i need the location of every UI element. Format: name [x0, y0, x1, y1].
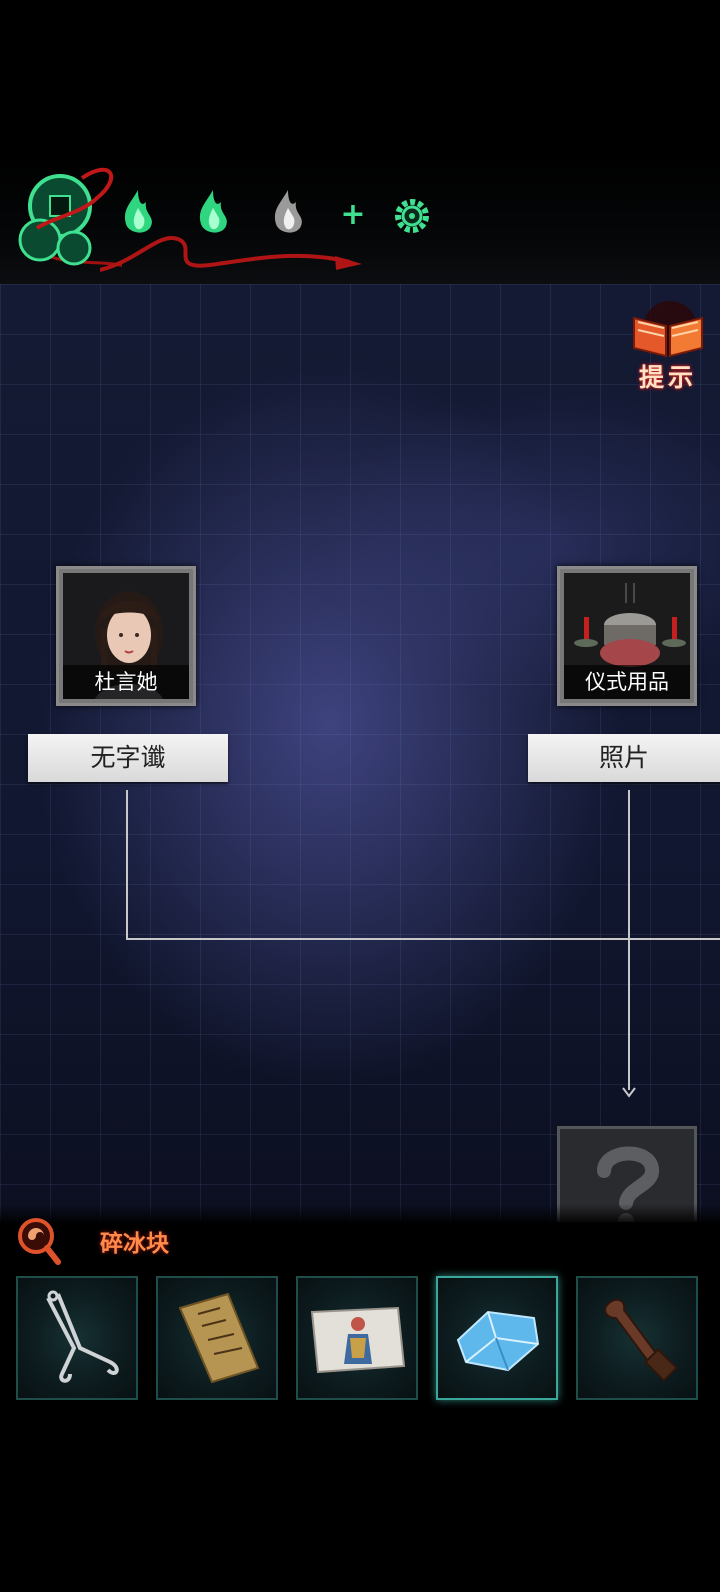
- coins-icon[interactable]: [12, 158, 122, 278]
- add-icon[interactable]: +: [340, 197, 366, 232]
- inventory-slot-handle[interactable]: [576, 1276, 698, 1400]
- tongs-icon: [46, 1290, 119, 1383]
- inventory-slot-talisman[interactable]: [156, 1276, 278, 1400]
- clue-label-left[interactable]: 无字谶: [28, 734, 228, 782]
- magnifier-icon[interactable]: [16, 1216, 62, 1268]
- clue-card-character[interactable]: 杜言她: [56, 566, 196, 706]
- wooden-handle-icon: [604, 1298, 678, 1382]
- red-cord-icon: [100, 236, 362, 272]
- connector-line: [126, 938, 720, 940]
- connector-line: [628, 790, 630, 1090]
- green-flame-icon: [199, 190, 227, 233]
- connector-line: [126, 790, 128, 940]
- gear-icon[interactable]: [392, 196, 432, 236]
- selected-item-name: 碎冰块: [100, 1231, 169, 1257]
- paper-talisman-icon: [178, 1292, 260, 1384]
- clue-card-name: 仪式用品: [564, 665, 690, 699]
- paper-figure-icon: [310, 1306, 406, 1374]
- inventory-slot-tongs[interactable]: [16, 1276, 138, 1400]
- inventory-slot-ice[interactable]: [436, 1276, 558, 1400]
- inventory-slot-paper-figure[interactable]: [296, 1276, 418, 1400]
- white-flame-icon: [274, 190, 302, 233]
- hint-button[interactable]: 提示: [628, 300, 708, 396]
- top-bar: +: [0, 150, 720, 284]
- green-flame-icon: [124, 190, 152, 233]
- clue-card-ritual-items[interactable]: 仪式用品: [557, 566, 697, 706]
- ice-block-icon: [456, 1310, 540, 1372]
- clue-label-right[interactable]: 照片: [528, 734, 720, 782]
- book-icon: [633, 301, 703, 358]
- hint-label: 提示: [638, 363, 697, 392]
- arrow-down-icon: [622, 1087, 636, 1098]
- clue-card-name: 杜言她: [63, 665, 189, 699]
